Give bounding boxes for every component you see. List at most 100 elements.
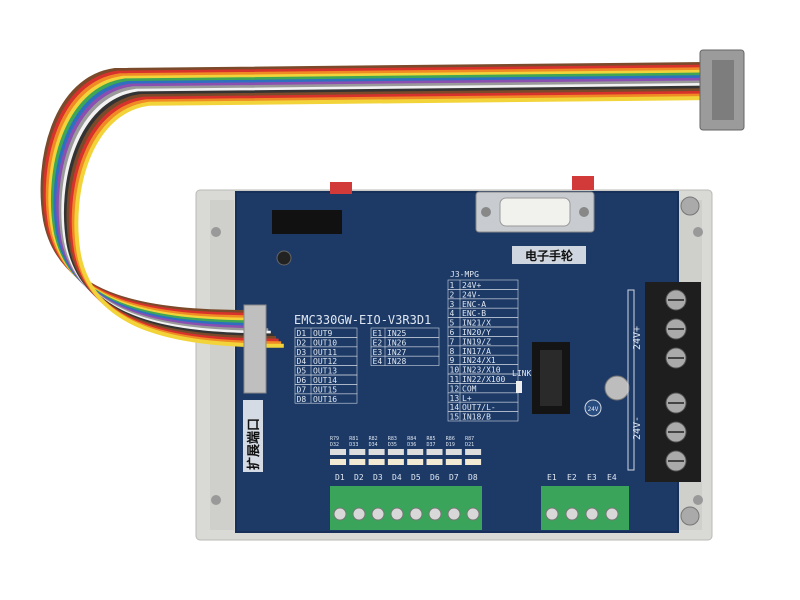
screw-icon[interactable] <box>371 507 385 521</box>
terminal-label: E4 <box>607 473 617 482</box>
output-signal: OUT11 <box>313 348 337 357</box>
mpg-pin: 4 <box>450 309 455 318</box>
output-signal: OUT13 <box>313 367 337 376</box>
led <box>330 459 346 465</box>
power-terminal-block[interactable] <box>645 282 701 482</box>
led <box>445 459 462 465</box>
ribbon-wire <box>69 90 734 343</box>
mpg-pin: 13 <box>450 394 460 403</box>
screw-icon[interactable] <box>545 507 559 521</box>
mpg-signal: L+ <box>462 394 472 403</box>
resistor-label: R84 <box>407 436 416 442</box>
screw-icon[interactable] <box>585 507 599 521</box>
model-label: EMC330GW-EIO-V3R3D1 <box>294 313 431 327</box>
input-pin: E2 <box>373 338 383 347</box>
ribbon-wire <box>45 67 711 320</box>
resistor <box>445 449 462 455</box>
output-pin: D8 <box>297 395 307 404</box>
output-signal: OUT16 <box>313 395 337 404</box>
screw-icon[interactable] <box>466 507 480 521</box>
terminal-label: D3 <box>373 473 383 482</box>
mpg-pin: 8 <box>450 347 455 356</box>
input-pin: E4 <box>373 357 383 366</box>
screw-icon[interactable] <box>605 507 619 521</box>
resistor <box>426 449 443 455</box>
ribbon-wire <box>43 64 708 317</box>
ribbon-wire <box>51 72 716 325</box>
mpg-signal: ENC-A <box>462 300 486 309</box>
terminal-label: E3 <box>587 473 597 482</box>
terminal-label: D6 <box>430 473 440 482</box>
screw-icon[interactable] <box>409 507 423 521</box>
ribbon-wire <box>53 75 719 327</box>
diode-label: D36 <box>407 442 416 448</box>
resistor <box>387 449 404 455</box>
link-led <box>516 381 522 393</box>
mpg-pin: 1 <box>450 281 455 290</box>
resistor <box>407 449 424 455</box>
output-signal: OUT9 <box>313 329 332 338</box>
ribbon-wire <box>74 95 739 348</box>
left-cable-connector[interactable] <box>243 304 267 394</box>
output-pin: D2 <box>297 338 307 347</box>
output-pin: D1 <box>297 329 307 338</box>
input-signal: IN25 <box>387 329 406 338</box>
mpg-pin: 2 <box>450 290 455 299</box>
diode-label: D19 <box>446 442 455 448</box>
input-pin: E3 <box>373 348 383 357</box>
capacitor <box>604 375 630 401</box>
ribbon-wire <box>56 77 721 330</box>
resistor <box>465 449 482 455</box>
port-label: 扩展端口 <box>246 418 262 470</box>
mpg-pin: 7 <box>450 337 455 346</box>
resistor-label: R82 <box>369 436 378 442</box>
mpg-label: 电子手轮 <box>525 248 574 263</box>
mpg-signal: 24V- <box>462 290 481 299</box>
input-signal: IN28 <box>387 357 406 366</box>
terminal-label: D2 <box>354 473 364 482</box>
terminal-label: D7 <box>449 473 459 482</box>
mpg-signal: IN22/X100 <box>462 375 506 384</box>
screw-icon[interactable] <box>352 507 366 521</box>
mpg-signal: IN19/Z <box>462 337 491 346</box>
mpg-pin: 15 <box>450 413 460 422</box>
led <box>387 459 404 465</box>
mpg-pin: 11 <box>450 375 460 384</box>
mpg-signal: IN20/Y <box>462 328 491 337</box>
output-pin: D7 <box>297 385 307 394</box>
ribbon-wire <box>58 80 724 333</box>
power-top-label: 24V+ <box>632 326 643 350</box>
screw-icon[interactable] <box>447 507 461 521</box>
mpg-signal: IN24/X1 <box>462 356 496 365</box>
terminal-label: E1 <box>547 473 557 482</box>
mpg-signal: COM <box>462 384 477 393</box>
mpg-signal: ENC-B <box>462 309 486 318</box>
output-signal: OUT12 <box>313 357 337 366</box>
screw-icon[interactable] <box>333 507 347 521</box>
mpg-signal: IN17/A <box>462 347 491 356</box>
resistor-label: R87 <box>465 436 474 442</box>
mpg-signal: IN18/B <box>462 413 491 422</box>
screw-icon[interactable] <box>428 507 442 521</box>
power-bottom-label: 24V- <box>632 416 643 440</box>
diode-label: D32 <box>330 442 339 448</box>
screw-icon[interactable] <box>565 507 579 521</box>
screw-icon[interactable] <box>390 507 404 521</box>
resistor <box>368 449 385 455</box>
terminal-label: D8 <box>468 473 478 482</box>
terminal-label: E2 <box>567 473 577 482</box>
diode-label: D34 <box>369 442 378 448</box>
ribbon-wire <box>40 62 706 314</box>
diode-label: D21 <box>465 442 474 448</box>
resistor-label: R81 <box>349 436 358 442</box>
resistor-label: R83 <box>388 436 397 442</box>
resistor-label: R79 <box>330 436 339 442</box>
output-signal: OUT10 <box>313 338 337 347</box>
mpg-signal: 24V+ <box>462 281 481 290</box>
mpg-pin: 6 <box>450 328 455 337</box>
input-terminal-block[interactable]: E1 E2 E3 E4 <box>541 473 629 530</box>
mpg-pin: 14 <box>450 403 460 412</box>
output-pin: D5 <box>297 367 307 376</box>
